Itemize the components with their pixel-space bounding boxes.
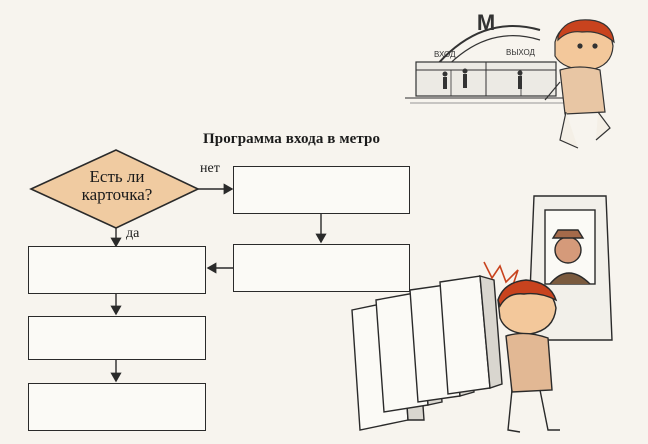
decision-line-1: Есть ли bbox=[89, 167, 145, 186]
flow-box-right-2 bbox=[233, 244, 410, 292]
decision-question: Есть ли карточка? bbox=[48, 168, 186, 204]
diagram-title: Программа входа в метро bbox=[203, 131, 381, 147]
yes-label: да bbox=[126, 226, 140, 241]
turnstile-illustration bbox=[351, 195, 613, 433]
exit-sign: ВЫХОД bbox=[506, 48, 536, 57]
walking-boy-illustration bbox=[544, 19, 615, 149]
entrance-sign: ВХОД bbox=[434, 50, 456, 59]
metro-logo-icon: M bbox=[477, 10, 495, 35]
metro-station-illustration bbox=[405, 25, 580, 104]
flow-box-left-1 bbox=[28, 246, 206, 294]
no-label: нет bbox=[200, 161, 220, 176]
flow-box-right-1 bbox=[233, 166, 410, 214]
flow-box-left-3 bbox=[28, 383, 206, 431]
flow-box-left-2 bbox=[28, 316, 206, 360]
decision-line-2: карточка? bbox=[81, 185, 153, 204]
